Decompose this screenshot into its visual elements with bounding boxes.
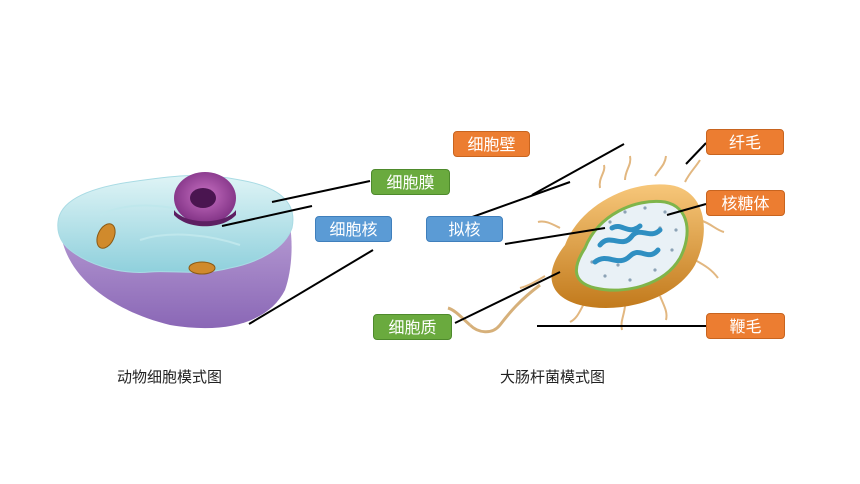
label-cell-membrane: 细胞膜 xyxy=(371,169,450,195)
animal-cell-illustration xyxy=(57,172,294,329)
label-flagellum: 鞭毛 xyxy=(706,313,785,339)
mitochondrion-shape xyxy=(96,223,116,249)
nucleolus-shape xyxy=(190,188,216,208)
label-cytoplasm: 细胞质 xyxy=(373,314,452,340)
label-nucleoid: 拟核 xyxy=(426,216,503,242)
label-ribosome: 核糖体 xyxy=(706,190,785,216)
mitochondrion-shape xyxy=(188,261,216,275)
caption-animal-cell: 动物细胞模式图 xyxy=(117,368,223,386)
label-cell-wall: 细胞壁 xyxy=(453,131,530,157)
caption-ecoli: 大肠杆菌模式图 xyxy=(500,368,606,386)
flagellum-shape xyxy=(468,283,541,334)
cytoplasm-surface xyxy=(57,175,294,273)
leader-lines xyxy=(221,142,707,327)
nucleoid-shape xyxy=(592,223,663,265)
bacterium-illustration xyxy=(447,155,725,334)
label-pili: 纤毛 xyxy=(706,129,784,155)
cytoplasm-shape xyxy=(575,199,689,292)
label-nucleus: 细胞核 xyxy=(315,216,392,242)
